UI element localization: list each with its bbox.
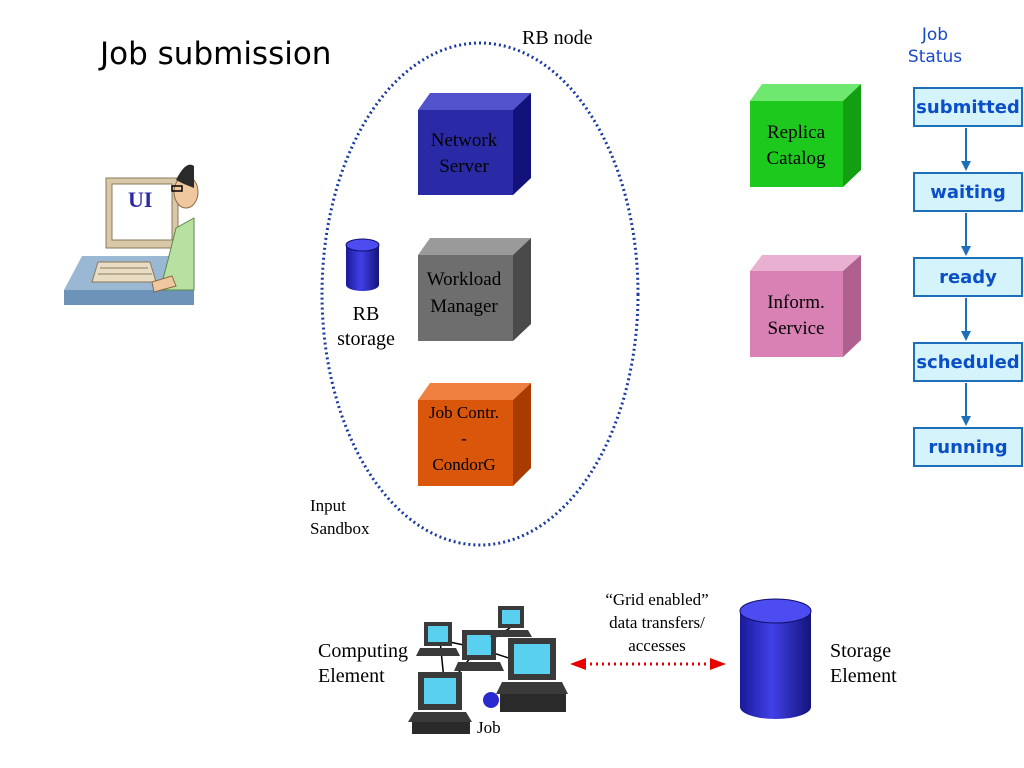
status-waiting: waiting <box>913 172 1023 212</box>
rb-node-label: RB node <box>522 27 593 49</box>
grid-transfer-arrow <box>570 658 726 670</box>
status-running: running <box>913 427 1023 467</box>
rb-storage-label: RB storage <box>337 303 395 350</box>
network-server-label: Network Server <box>430 130 498 177</box>
job-dot <box>483 692 499 708</box>
job-controller-cube <box>418 383 531 486</box>
storage-element-label: Storage Element <box>830 640 897 687</box>
grid-transfer-label: “Grid enabled” data transfers/ accesses <box>605 590 709 655</box>
network-server-cube <box>418 93 531 195</box>
replica-catalog-label: Replica Catalog <box>766 122 826 169</box>
status-ready: ready <box>913 257 1023 297</box>
workload-manager-label: Workload Manager <box>426 269 502 317</box>
rb-node-ellipse <box>320 41 640 547</box>
replica-catalog-cube <box>750 84 861 187</box>
inform-service-cube <box>750 255 861 357</box>
ui-label: UI <box>128 187 153 212</box>
page-title: Job submission <box>100 36 332 72</box>
job-controller-label: Job Contr. - CondorG <box>429 403 499 474</box>
status-scheduled: scheduled <box>913 342 1023 382</box>
input-sandbox-label: Input Sandbox <box>310 496 370 538</box>
inform-service-label: Inform. Service <box>767 292 825 339</box>
computing-element-icon <box>408 606 568 734</box>
workload-manager-cube <box>418 238 531 341</box>
computing-element-label: Computing Element <box>318 640 409 687</box>
status-submitted: submitted <box>913 87 1023 127</box>
job-label: Job <box>477 718 501 737</box>
ui-user-icon <box>64 164 199 305</box>
status-flow-arrows <box>961 128 971 426</box>
job-status-title: Job Status <box>907 25 963 67</box>
storage-element-cylinder <box>739 598 812 719</box>
rb-storage-cylinder <box>345 238 380 291</box>
